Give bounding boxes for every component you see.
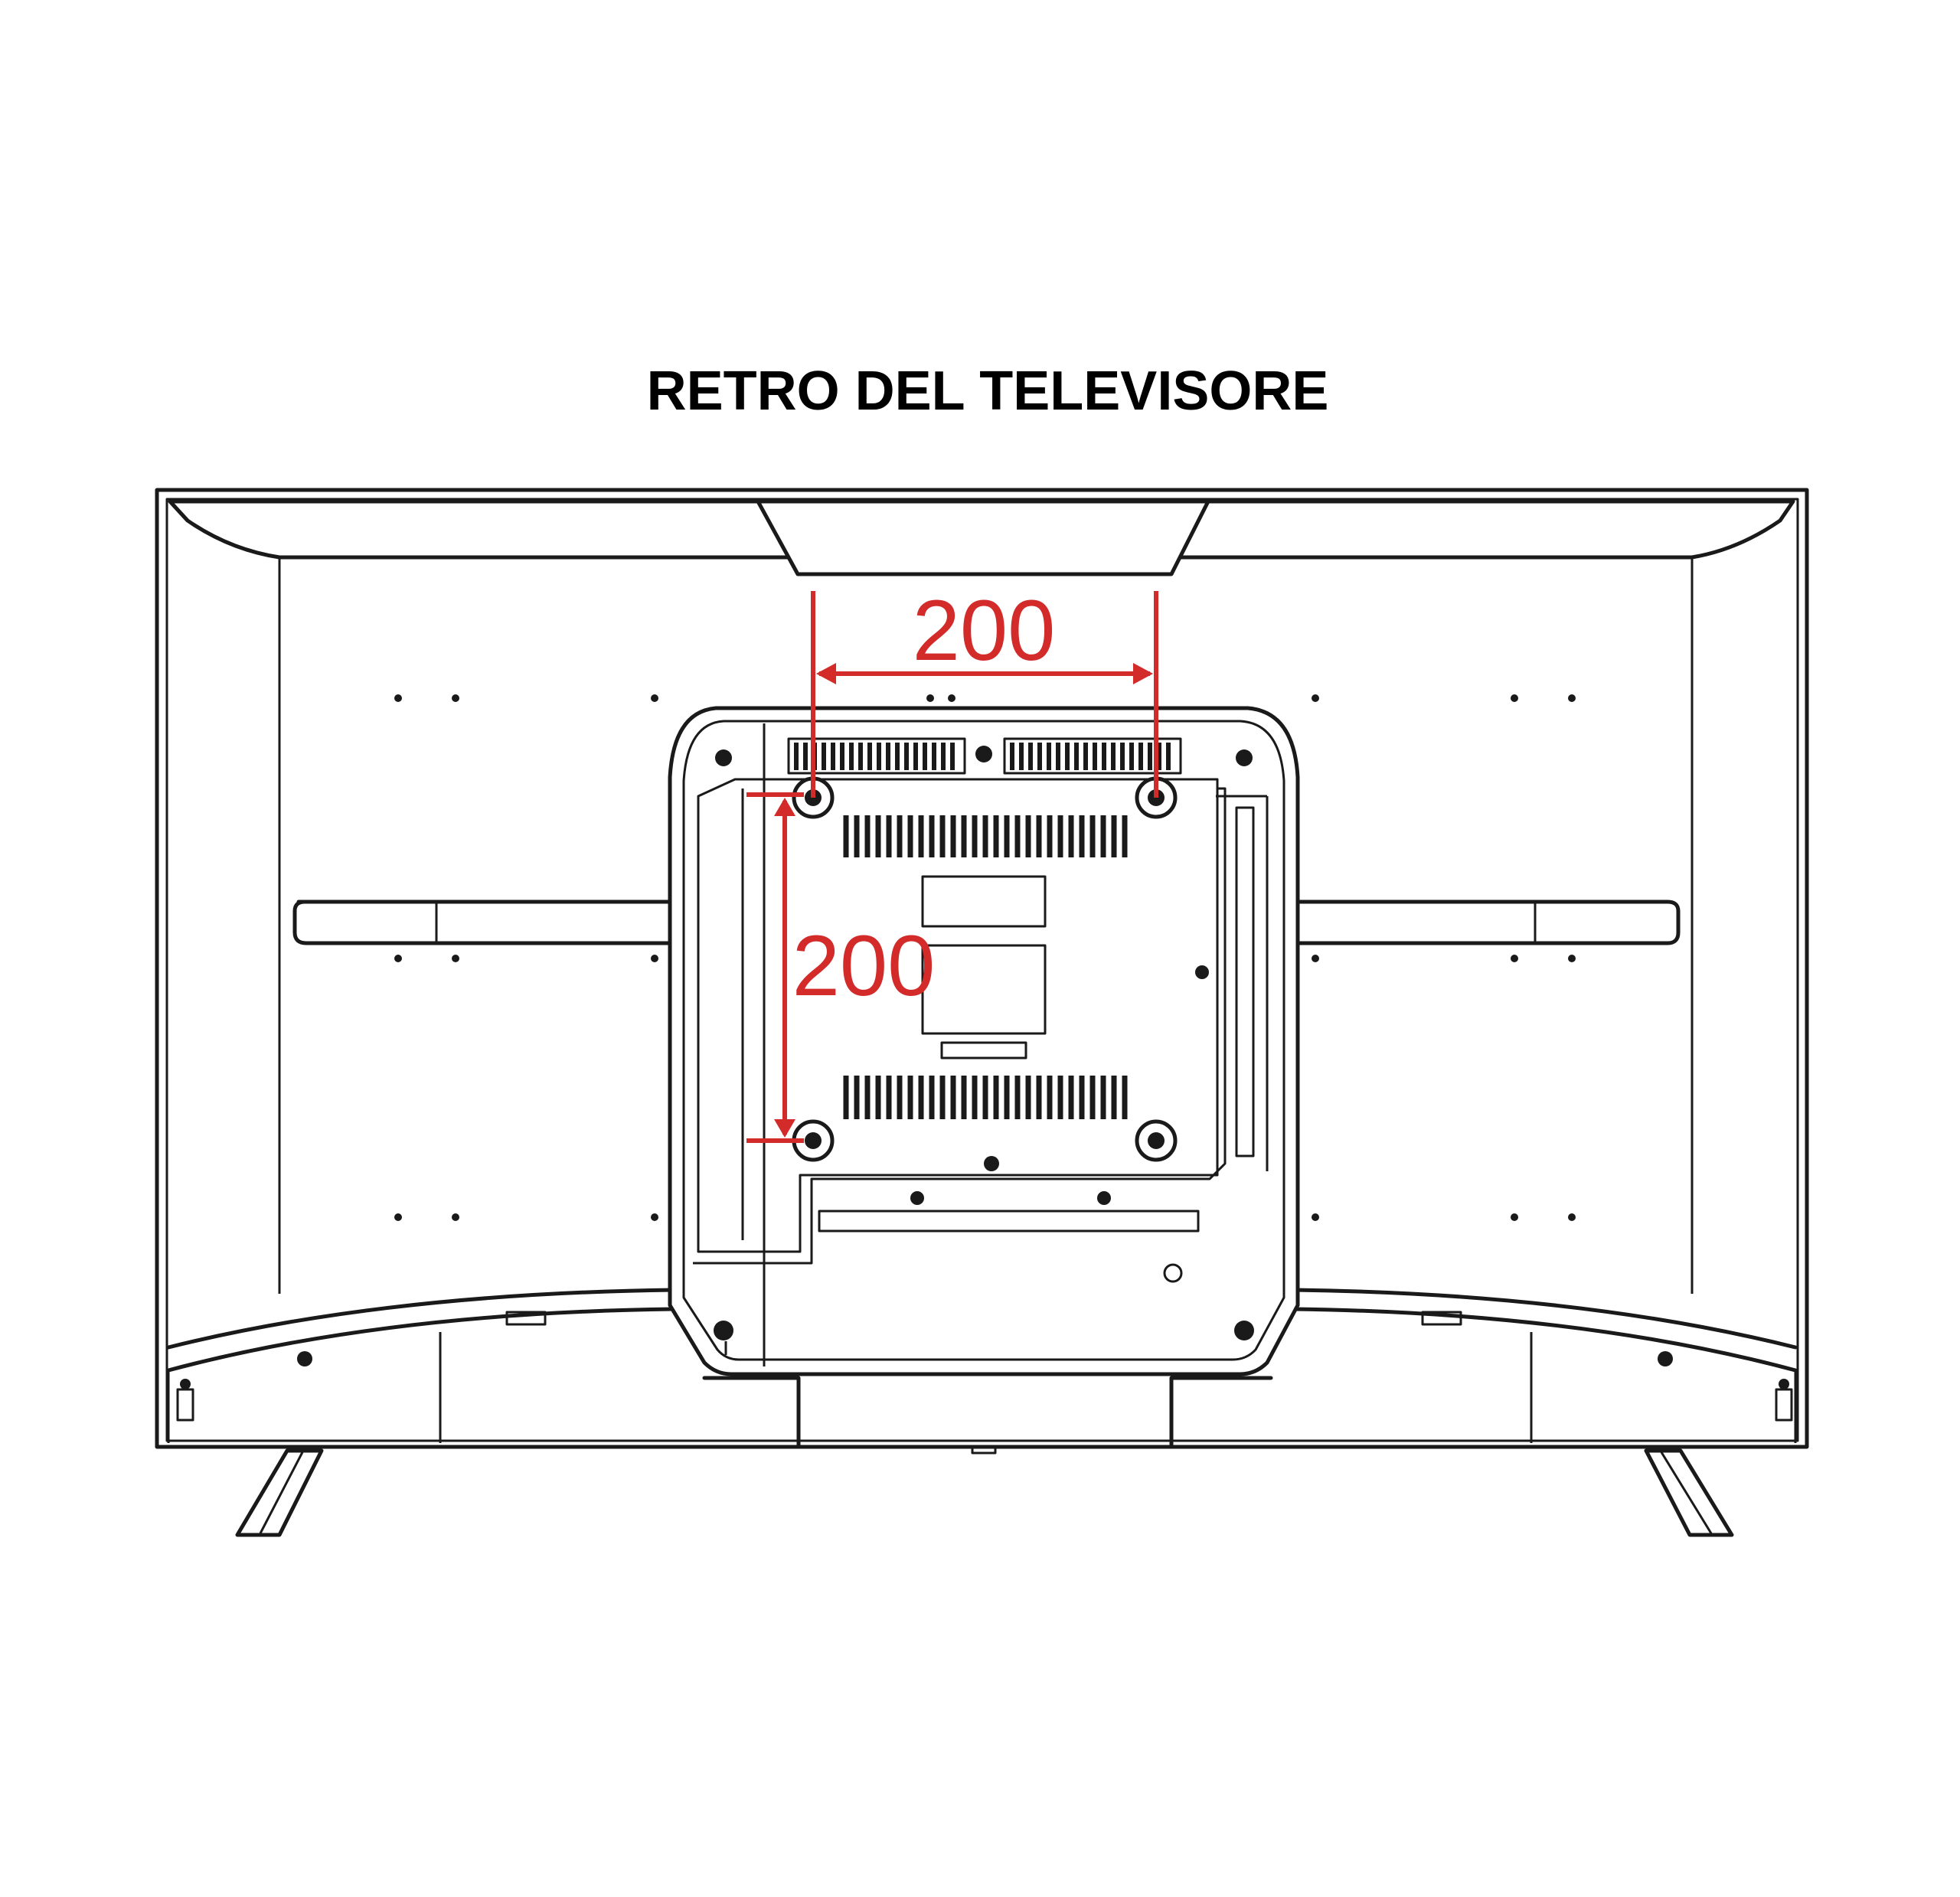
tv-inner-frame [165,498,1799,1442]
central-housing-inner [682,720,1285,1361]
vesa-dimensions: 200 200 [746,583,1158,1143]
top-center-notch [756,499,1210,576]
label-box-small [940,1041,1027,1060]
v-arrow-top [774,798,795,816]
v-arrow-bottom [774,1119,795,1138]
right-foot [1644,1448,1734,1537]
h-arrow-right [1133,663,1153,684]
bottom-band-outer [166,1288,676,1373]
bottom-port [1163,1263,1183,1283]
central-housing [668,706,1300,1376]
base-step [702,1376,1273,1449]
diagram-title: RETRO DEL TELEVISORE [647,361,1329,422]
v-dimension-label: 200 [792,918,936,1014]
bottom-slot [818,1210,1200,1233]
h-arrow-left [816,663,836,684]
middle-vents [843,815,1128,1119]
label-box-top [921,875,1047,928]
left-handle [292,900,675,945]
side-screw-holes [394,694,1576,1221]
tv-body [155,488,1809,1537]
top-vents [787,737,1182,775]
side-slot [1235,806,1255,1157]
label-box-mid [921,944,1047,1035]
bottom-band-outer-right [1292,1288,1798,1373]
h-dimension-label: 200 [913,583,1056,678]
left-foot [235,1448,324,1537]
right-handle [1293,900,1681,945]
back-panel-plate [697,778,1219,1253]
